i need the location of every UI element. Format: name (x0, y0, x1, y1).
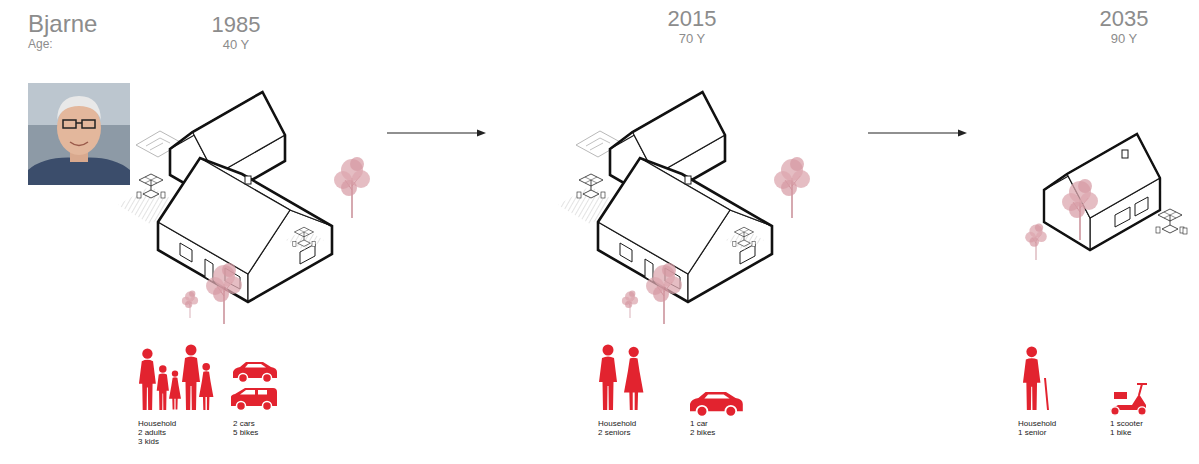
year-label: 2035 (1100, 6, 1149, 31)
label-slot: 40 Y (223, 38, 250, 53)
year-label: 1985 (212, 12, 261, 37)
label-slot: 1 scooter 1 bike (1110, 419, 1143, 437)
household-caption: Household 2 seniors (598, 419, 636, 437)
label-slot: 1985 (212, 12, 261, 37)
transport-caption: 1 car 2 bikes (690, 419, 715, 437)
year-label: 2015 (668, 6, 717, 31)
label-slot: Household 2 adults 3 kids (138, 419, 176, 446)
label-slot: Age: (28, 38, 53, 52)
label-slot: 70 Y (679, 32, 706, 47)
portrait-photo (28, 83, 130, 185)
label-slot: Household 2 seniors (598, 419, 636, 437)
label-slot: 2 cars 5 bikes (233, 419, 258, 437)
transport-caption: 2 cars 5 bikes (233, 419, 258, 437)
age-value: 40 Y (223, 38, 250, 53)
small-house-illustration (1025, 134, 1187, 260)
label-slot: Bjarne (28, 10, 97, 38)
label-slot: Household 1 senior (1018, 419, 1056, 437)
household-caption: Household 2 adults 3 kids (138, 419, 176, 446)
house-illustration (118, 92, 370, 324)
time-arrow (387, 130, 486, 137)
house-illustration (558, 92, 810, 324)
age-value: 70 Y (679, 32, 706, 47)
age-value: 90 Y (1111, 32, 1138, 47)
label-slot: 90 Y (1111, 32, 1138, 47)
label-slot: 1 car 2 bikes (690, 419, 715, 437)
label-slot: 2015 (668, 6, 717, 31)
household-caption: Household 1 senior (1018, 419, 1056, 437)
time-arrow (868, 130, 967, 137)
age-caption: Age: (28, 38, 53, 52)
household-icons (139, 345, 1147, 417)
transport-caption: 1 scooter 1 bike (1110, 419, 1143, 437)
label-slot: 2035 (1100, 6, 1149, 31)
person-name: Bjarne (28, 10, 97, 38)
